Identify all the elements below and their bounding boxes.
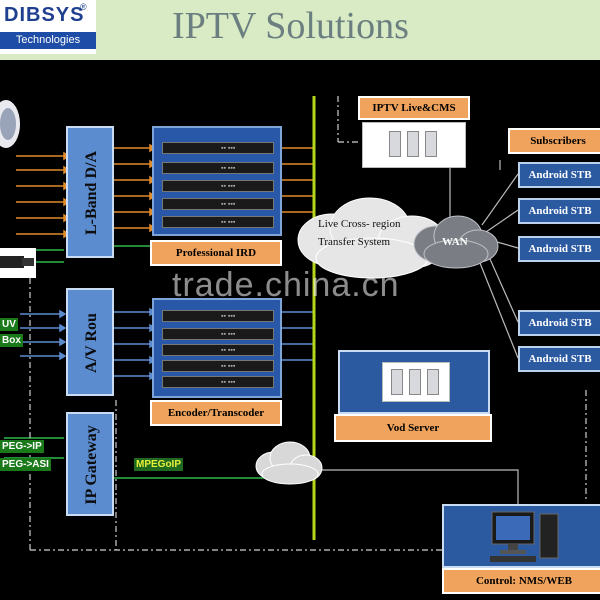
encoder-rack-unit: ▪▪ ▪▪▪ [162, 310, 274, 322]
encoder-output-lines [282, 311, 314, 361]
encoder-transcoder-label: Encoder/Transcoder [150, 400, 282, 426]
logo-text: DIBSYS [4, 4, 85, 26]
video-camera-icon [0, 248, 36, 278]
encoder-rack-unit: ▪▪ ▪▪▪ [162, 376, 274, 388]
android-stb-3: Android STB [518, 236, 600, 262]
ird-rack-unit: ▪▪ ▪▪▪ [162, 162, 274, 174]
control-nms-label: Control: NMS/WEB [442, 568, 600, 594]
page-title: IPTV Solutions [172, 5, 409, 47]
vod-server-label: Vod Server [334, 414, 492, 442]
router-input-arrows [20, 309, 67, 361]
wan-to-stb-lines [449, 160, 519, 359]
encoder-rack-unit: ▪▪ ▪▪▪ [162, 328, 274, 340]
mpegoip-label: MPEGoIP [134, 458, 184, 471]
encoder-rack: ▪▪ ▪▪▪ ▪▪ ▪▪▪ ▪▪ ▪▪▪ ▪▪ ▪▪▪ ▪▪ ▪▪▪ [152, 298, 282, 398]
android-stb-1: Android STB [518, 162, 600, 188]
ird-rack-unit: ▪▪ ▪▪▪ [162, 216, 274, 228]
control-block [442, 504, 600, 568]
ird-rack-unit: ▪▪ ▪▪▪ [162, 180, 274, 192]
vod-server-block [338, 350, 490, 414]
wan-cloud [413, 215, 499, 269]
control-dashed-lines [29, 96, 587, 551]
company-logo: DIBSYS ® Technologies [0, 0, 96, 54]
professional-ird-label: Professional IRD [150, 240, 282, 266]
ird-rack: ▪▪ ▪▪▪ ▪▪ ▪▪▪ ▪▪ ▪▪▪ ▪▪ ▪▪▪ ▪▪ ▪▪▪ [152, 126, 282, 236]
satellite-feed-arrows [16, 151, 71, 239]
ip-gateway-block: IP Gateway [66, 412, 114, 516]
satellite-dish-icon [0, 100, 20, 148]
logo-subtitle: Technologies [0, 32, 96, 49]
cross-region-label-line1: Live Cross- region [318, 218, 401, 230]
ip-gateway-label: IP Gateway [83, 425, 100, 505]
router-to-encoder-arrows [114, 307, 157, 381]
encoder-rack-unit: ▪▪ ▪▪▪ [162, 344, 274, 356]
uv-label: UV [0, 318, 18, 331]
av-router-label: A/V Rou [83, 313, 100, 373]
av-router-block: A/V Rou [66, 288, 114, 396]
header-bar: DIBSYS ® Technologies IPTV Solutions [0, 0, 600, 60]
encoder-rack-unit: ▪▪ ▪▪▪ [162, 360, 274, 372]
iptv-cms-server-icon [362, 122, 466, 168]
logo-registered-mark: ® [80, 2, 87, 12]
wan-label: WAN [442, 236, 468, 248]
lband-to-ird-lines [114, 143, 157, 233]
box-label: Box [0, 334, 23, 347]
ird-rack-unit: ▪▪ ▪▪▪ [162, 142, 274, 154]
ird-rack-unit: ▪▪ ▪▪▪ [162, 198, 274, 210]
ird-output-lines [282, 147, 314, 213]
android-stb-2: Android STB [518, 198, 600, 224]
android-stb-4: Android STB [518, 310, 600, 336]
watermark: trade.china.cn [172, 266, 400, 304]
lband-da-block: L-Band D/A [66, 126, 114, 258]
gateway-cloud [255, 441, 323, 485]
peg-asi-label: PEG->ASI [0, 458, 51, 471]
cross-region-label-line2: Transfer System [318, 236, 391, 248]
android-stb-5: Android STB [518, 346, 600, 372]
iptv-live-cms-label: IPTV Live&CMS [358, 96, 470, 120]
peg-ip-label: PEG->IP [0, 440, 44, 453]
vod-server-icon [382, 362, 450, 402]
computer-icon [490, 511, 559, 562]
subscribers-label: Subscribers [508, 128, 600, 154]
lband-da-label: L-Band D/A [83, 150, 100, 236]
